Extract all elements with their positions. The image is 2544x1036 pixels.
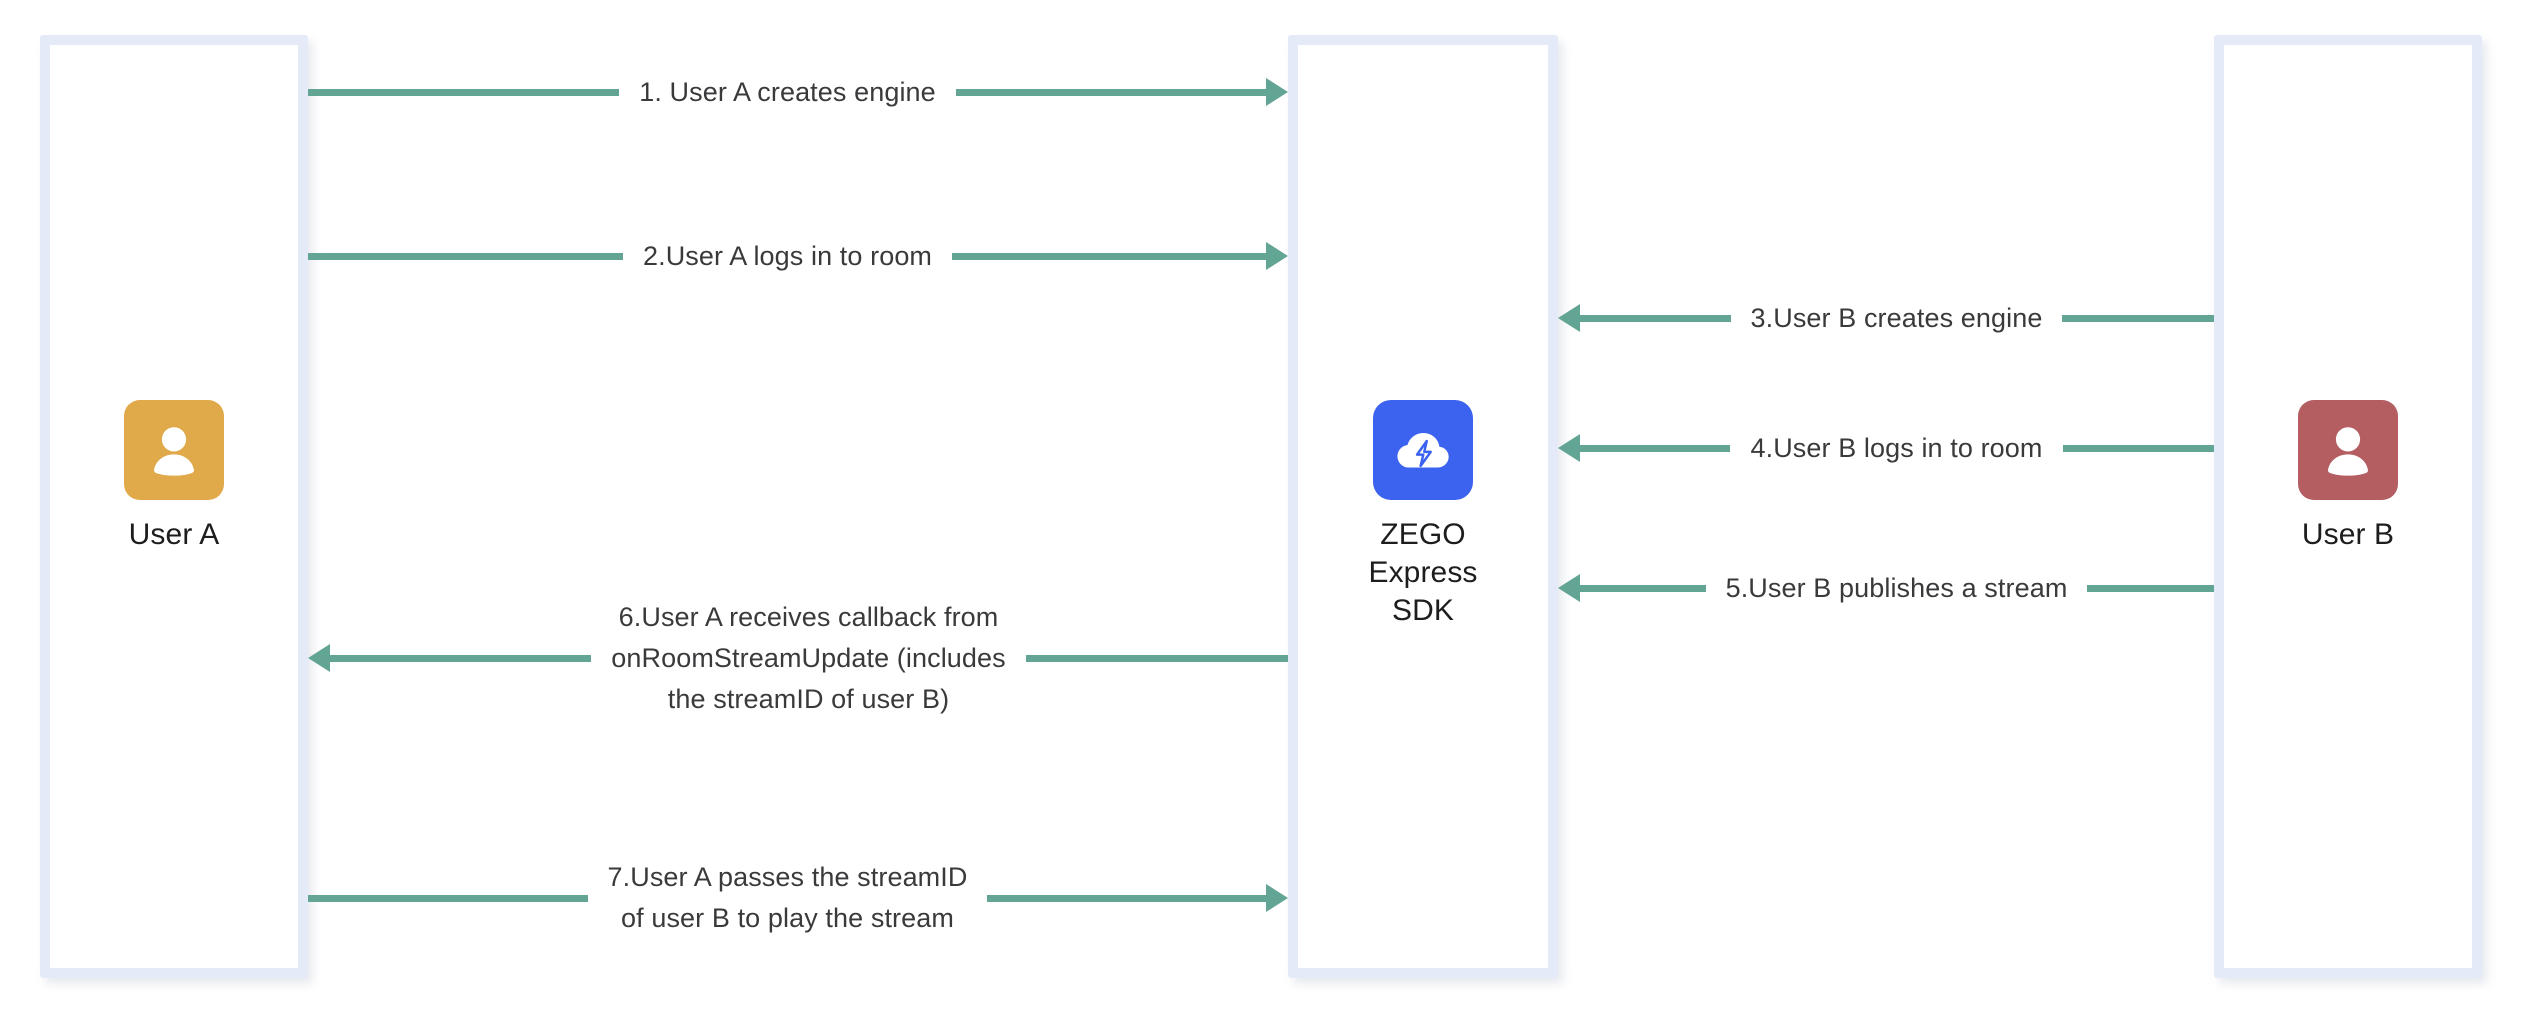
- avatar-user-b: [2298, 400, 2398, 500]
- node-label-zego-express-sdk: ZEGO Express SDK: [1368, 518, 1478, 627]
- node-label-user-b: User B: [2301, 518, 2395, 551]
- arrow-line: [329, 654, 592, 662]
- arrow-head-left-icon: [1558, 574, 1580, 602]
- lane-zego-express-sdk: ZEGO Express SDK: [1288, 35, 1558, 978]
- arrow-line: [308, 252, 623, 260]
- node-zego-express-sdk: ZEGO Express SDK: [1298, 400, 1548, 630]
- arrow-head-left-icon: [1558, 434, 1580, 462]
- flow-label-step-7: 7.User A passes the streamID of user B t…: [607, 862, 968, 933]
- flow-label-step-6: 6.User A receives callback from onRoomSt…: [611, 601, 1006, 714]
- arrow-line: [952, 252, 1268, 260]
- arrow-line: [1579, 444, 1731, 452]
- arrow-line: [955, 88, 1267, 96]
- node-label-user-a: User A: [128, 518, 220, 551]
- arrow-head-right-icon: [1266, 884, 1288, 912]
- arrow-head-right-icon: [1266, 78, 1288, 106]
- flow-label-step-2: 2.User A logs in to room: [642, 240, 933, 271]
- node-user-a: User A: [50, 400, 298, 554]
- person-avatar-icon: [2317, 419, 2379, 481]
- flow-label-step-4: 4.User B logs in to room: [1750, 432, 2043, 463]
- arrow-head-right-icon: [1266, 242, 1289, 270]
- flow-label-step-3: 3.User B creates engine: [1750, 302, 2043, 333]
- arrow-line: [2087, 584, 2215, 592]
- lane-user-b: User B: [2214, 35, 2482, 978]
- avatar-zego-express-sdk: [1373, 400, 1473, 500]
- arrow-line: [1579, 314, 1731, 322]
- cloud-bolt-icon: [1390, 417, 1456, 483]
- flow-label-step-5: 5.User B publishes a stream: [1725, 572, 2068, 603]
- lane-user-a: User A: [40, 35, 308, 978]
- flow-label-step-1: 1. User A creates engine: [639, 76, 936, 107]
- arrow-line: [1025, 654, 1288, 662]
- arrow-line: [987, 894, 1267, 902]
- arrow-line: [308, 894, 588, 902]
- node-user-b: User B: [2224, 400, 2472, 554]
- person-avatar-icon: [143, 419, 205, 481]
- arrow-line: [1579, 584, 1706, 592]
- arrow-line: [2062, 314, 2214, 322]
- arrow-line: [2062, 444, 2214, 452]
- avatar-user-a: [124, 400, 224, 500]
- arrow-head-left-icon: [1558, 304, 1580, 332]
- arrow-line: [308, 88, 620, 96]
- arrow-head-left-icon: [308, 644, 330, 672]
